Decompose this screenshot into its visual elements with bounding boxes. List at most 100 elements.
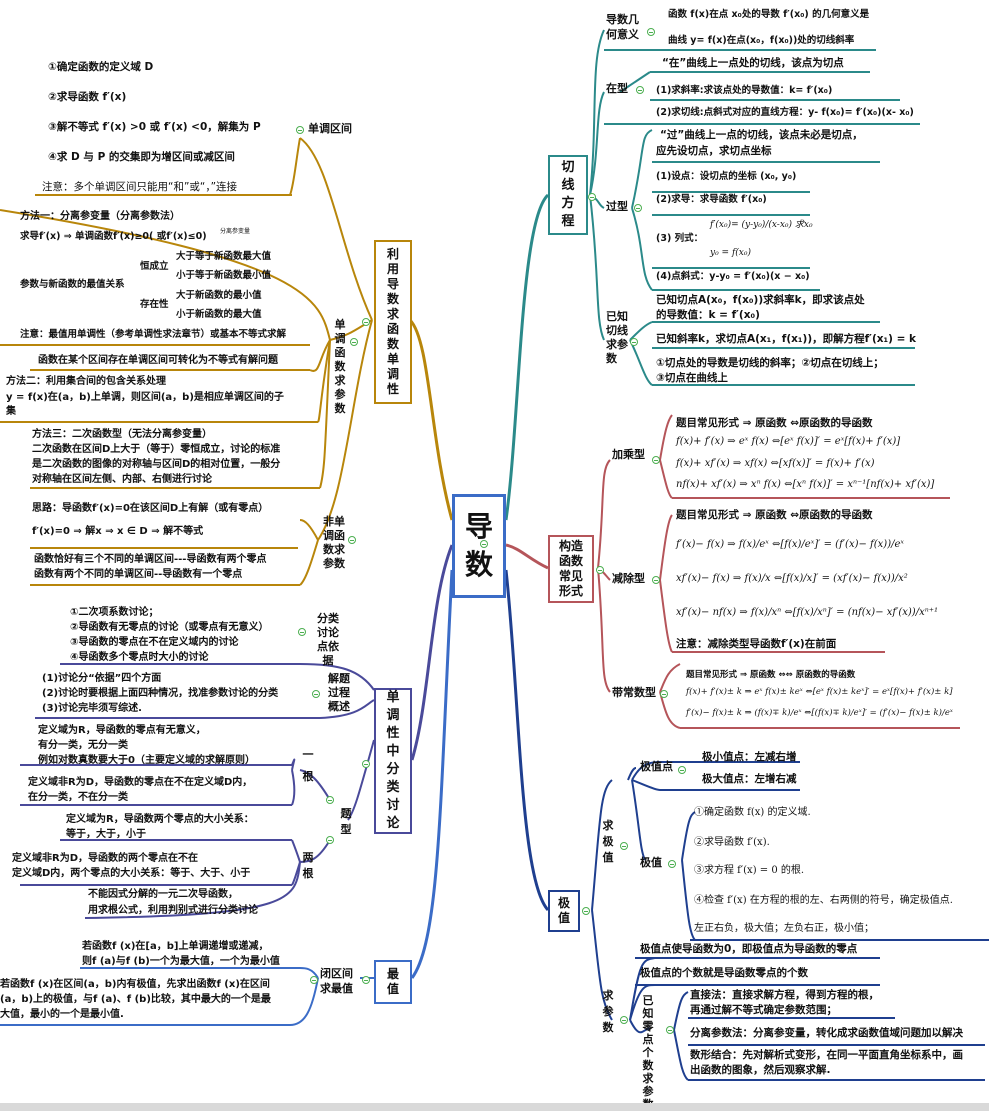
horizontal-scrollbar[interactable] [0,1103,989,1111]
collapse-toggle-icon[interactable] [298,628,306,636]
add-line-3: f(x)+ xf′(x) ⇒ xf(x) ⇔[xf(x)]′ = f(x)+ f… [676,458,875,469]
pd-line-11: 注意：最值用单调性（参考单调性求法章节）或基本不等式求解 [20,329,287,340]
collapse-toggle-icon[interactable] [620,842,628,850]
node-basis[interactable]: 分类讨论点依据 [317,612,339,667]
collapse-toggle-icon[interactable] [636,86,644,94]
node-param-jizhi[interactable]: 求参数 [602,989,614,1034]
node-point[interactable]: 极值点 [640,760,673,773]
node-interval[interactable]: 单调区间 [308,122,352,135]
value-item-5: 左正右负，极大值；左负右正，极小值； [694,923,874,934]
collapse-toggle-icon[interactable] [620,1016,628,1024]
collapse-toggle-icon[interactable] [348,536,356,544]
pd-line-1: 方法一：分离参变量（分离参数法） [20,211,180,222]
geom-line-1: 函数 f(x)在点 x₀处的导数 f′(x₀) 的几何意义是 [668,9,870,20]
node-known[interactable]: 已知切线求参数 [606,310,628,365]
collapse-toggle-icon[interactable] [480,540,488,548]
collapse-toggle-icon[interactable] [296,126,304,134]
node-nonmono[interactable]: 非单调函数求参数 [323,515,345,570]
branch-jizhi [504,569,550,912]
node-zuizhi[interactable]: 最值 [374,960,412,1004]
guo-line-8: (4)点斜式：y-y₀ = f′(x₀)(x − x₀) [656,271,810,282]
node-value[interactable]: 极值 [640,856,662,869]
node-types[interactable]: 题型 [340,807,352,836]
pd-line-12: 函数在某个区间存在单调区间可转化为不等式有解问题 [38,355,278,366]
sub-line-2: f′(x)− f(x) ⇒ f(x)/eˣ ⇔[f(x)/eˣ]′ = (f′(… [676,539,904,550]
collapse-toggle-icon[interactable] [647,28,655,36]
pd-line-4: 参数与新函数的最值关系 [20,279,125,290]
nm-line-4: 函数有两个不同的单调区间--导函数有一个零点 [34,569,243,580]
node-fenlei[interactable]: 单调性中分类讨论 [374,688,412,834]
collapse-toggle-icon[interactable] [362,760,370,768]
node-qiu[interactable]: 求极值 [602,819,614,864]
collapse-toggle-icon[interactable] [362,976,370,984]
collapse-toggle-icon[interactable] [312,690,320,698]
interval-line-1: ①确定函数的定义域 D [48,61,154,73]
collapse-toggle-icon[interactable] [666,1026,674,1034]
collapse-toggle-icon[interactable] [668,860,676,868]
guo-formula-1: f′(x₀)= (y-y₀)/(x-x₀) 求x₀ [710,220,813,230]
node-process[interactable]: 解题过程概述 [328,672,350,713]
branch-fenlei [410,544,454,761]
collapse-toggle-icon[interactable] [326,836,334,844]
one-line-3: 例如对数真数要大于0（主要定义域的求解原则） [38,755,255,766]
zai-line-3: (2)求切线:点斜式对应的直线方程：y- f(x₀)= f′(x₀)(x- x₀… [656,107,914,118]
jizhi-label: 极值 [558,896,571,925]
collapse-toggle-icon[interactable] [678,766,686,774]
collapse-toggle-icon[interactable] [652,456,660,464]
collapse-toggle-icon[interactable] [582,907,590,915]
add-line-1: 题目常见形式 ⇒ 原函数 ⇔原函数的导函数 [676,417,873,429]
node-sub[interactable]: 减除型 [612,572,645,585]
param-line-2: 极值点的个数就是导函数零点的个数 [640,967,808,979]
collapse-toggle-icon[interactable] [660,690,668,698]
collapse-toggle-icon[interactable] [588,193,596,201]
collapse-toggle-icon[interactable] [596,566,604,574]
guo-line-3: (1)设点：设切点的坐标 (x₀, y₀) [656,171,797,182]
node-one-root[interactable]: 一根 [302,748,314,783]
node-dandiao[interactable]: 利用导数求函数单调性 [374,240,412,404]
sub-line-1: 题目常见形式 ⇒ 原函数 ⇔原函数的导函数 [676,509,873,521]
collapse-toggle-icon[interactable] [350,338,358,346]
pd-line-18: 是二次函数的图像的对称轴与区间D的相对位置，一般分 [32,459,281,470]
node-guo[interactable]: 过型 [606,200,628,213]
node-zai[interactable]: 在型 [606,82,628,95]
guo-line-5: (3) 列式： [656,233,704,244]
one-line-5: 在分一类，不在分一类 [28,792,128,803]
node-const[interactable]: 带常数型 [612,686,656,699]
nm-line-3: 函数恰好有三个不同的单调区间---导函数有两个零点 [34,554,267,565]
node-zero-count[interactable]: 已知零点个数求参数 [642,994,654,1111]
collapse-toggle-icon[interactable] [634,204,642,212]
node-qiexian[interactable]: 切线方程 [548,155,588,235]
node-param-dd[interactable]: 单调函数求参数 [334,318,346,415]
collapse-toggle-icon[interactable] [326,796,334,804]
node-add[interactable]: 加乘型 [612,448,645,461]
pd-line-5: 恒成立 [140,261,169,272]
one-line-4: 定义域非R为D，导函数的零点在不在定义域D内， [28,777,253,788]
node-closed[interactable]: 闭区间求最值 [320,967,353,995]
node-jizhi[interactable]: 极值 [548,890,580,932]
value-item-2: ②求导函数 f′(x). [694,837,770,848]
add-line-4: nf(x)+ xf′(x) ⇒ xⁿ f(x) ⇔[xⁿ f(x)]′ = xⁿ… [676,479,935,490]
zero-item-5: 出函数的图象，然后观察求解. [690,1064,831,1076]
geom-line-2: 曲线 y= f(x)在点(x₀，f(x₀))处的切线斜率 [668,35,855,46]
pd-line-14: y = f(x)在(a，b)上单调，则区间(a，b)是相应单调区间的子 [6,392,284,403]
dandiao-label: 利用导数求函数单调性 [387,247,400,396]
closed-line-2: 则f (a)与f (b)一个为最大值，一个为最小值 [82,956,280,967]
node-two-root[interactable]: 两根 [302,851,314,880]
two-line-6: 用求根公式，利用判别式进行分类讨论 [88,905,258,916]
point-item-1: 极小值点：左减右增 [702,751,797,763]
pd-line-7: 小于等于新函数最小值 [176,270,272,281]
collapse-toggle-icon[interactable] [652,576,660,584]
process-line-3: (3)讨论完毕须写综述. [42,703,142,714]
nm-line-1: 思路：导函数f′(x)=0在该区间D上有解（或有零点） [32,503,269,514]
two-line-3: 定义域非R为D，导函数的两个零点在不在 [12,853,199,864]
node-geom[interactable]: 导数几何意义 [606,13,639,41]
collapse-toggle-icon[interactable] [310,976,318,984]
process-line-1: (1)讨论分“依据”四个方面 [42,673,162,684]
zero-item-4: 数形结合：先对解析式变形，在同一平面直角坐标系中，画 [690,1049,963,1061]
collapse-toggle-icon[interactable] [362,318,370,326]
closed-line-3: 若函数f (x)在区间(a，b)内有极值，先求出函数f (x)在区间 [0,979,270,990]
node-gouzao[interactable]: 构造函数常见形式 [548,535,594,603]
collapse-toggle-icon[interactable] [630,338,638,346]
interval-line-5: 注意：多个单调区间只能用“和”或“，”连接 [42,181,238,193]
